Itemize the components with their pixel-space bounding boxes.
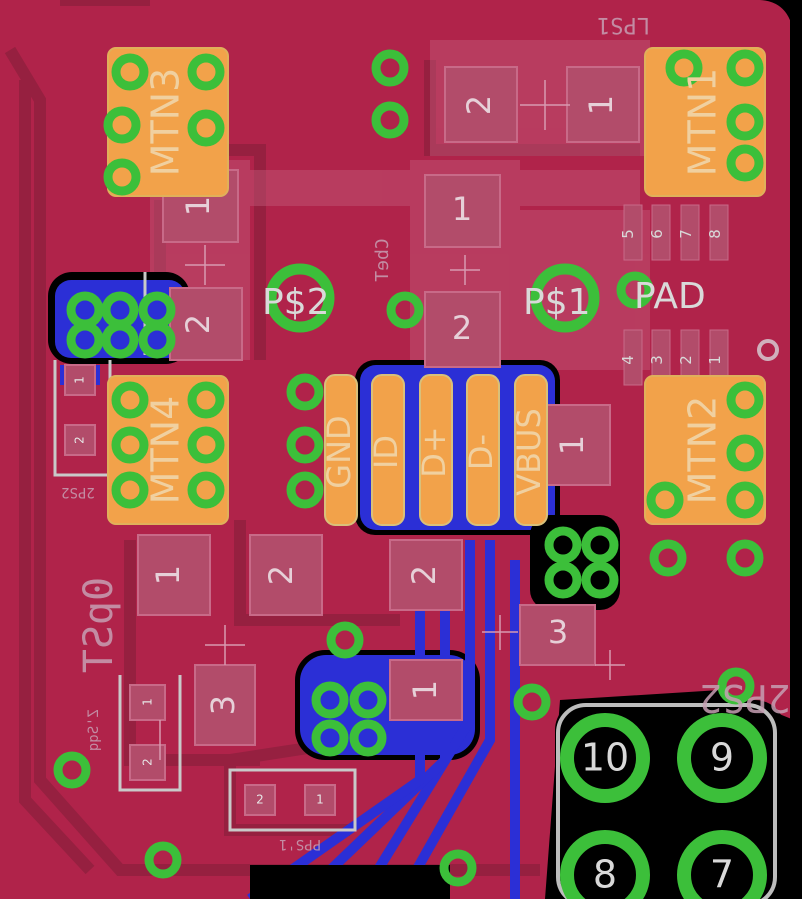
connector-pin-10: 10 <box>581 736 629 780</box>
connector-pin-8: 8 <box>593 853 617 897</box>
silk-label: 0pST <box>76 577 122 673</box>
pad-num: 1 <box>582 95 620 115</box>
pad-pin-8: 8 <box>706 229 724 239</box>
part-name-lps1: LPS1 <box>597 12 650 37</box>
pad-num: 2 <box>179 314 217 334</box>
usb-pin-dplus: D+ <box>415 426 453 477</box>
pad-num: 2 <box>405 565 443 585</box>
pad-label: PAD <box>634 276 706 317</box>
test-point-label-p2: P$2 <box>262 282 330 323</box>
connector-outline <box>556 703 777 899</box>
usb-pin-gnd: GND <box>320 415 358 488</box>
test-point-label-p1: P$1 <box>523 282 591 323</box>
pad-num-small: 1 <box>73 376 87 384</box>
pad-pin-1: 1 <box>706 355 724 365</box>
pad-num: 1 <box>149 565 187 585</box>
usb-pin-id: ID <box>367 435 405 469</box>
pad-num: 2 <box>452 309 472 347</box>
pad-num: 3 <box>204 695 242 715</box>
silk-label: CbeT <box>372 238 393 282</box>
pad-num: 1 <box>179 196 217 216</box>
pad-num-small: 1 <box>141 698 155 706</box>
pad-num-small: 2 <box>256 793 264 807</box>
pad-num: 2 <box>460 95 498 115</box>
pad-pin-2: 2 <box>677 355 695 365</box>
pad-pins <box>623 204 729 386</box>
pad-num-small: 2 <box>141 758 155 766</box>
pad-num-small: 1 <box>316 793 324 807</box>
usb-connector-pins <box>324 374 548 526</box>
usb-pin-dminus: D- <box>462 434 500 470</box>
pad-pin-4: 4 <box>619 355 637 365</box>
mtn1-label: MTN1 <box>681 68 725 177</box>
silk-label: 2PS2 <box>699 676 791 720</box>
pad-num-small: 2 <box>73 436 87 444</box>
pad-pin-3: 3 <box>648 355 666 365</box>
pad-num: 3 <box>548 613 568 651</box>
pad-num: 1 <box>553 435 591 455</box>
pad-pin-5: 5 <box>619 229 637 239</box>
pad-marker <box>757 339 779 361</box>
mtn3-label: MTN3 <box>144 68 188 177</box>
connector-pin-9: 9 <box>710 736 734 780</box>
usb-pin-vbus: VBUS <box>510 408 548 496</box>
connector-pin-7: 7 <box>710 853 734 897</box>
pad-num: 1 <box>406 680 444 700</box>
board-edge-right <box>790 0 802 899</box>
connector-pads <box>560 713 767 899</box>
silk-label: 2PS2 <box>61 484 95 500</box>
pad-num: 1 <box>452 190 472 228</box>
mtn2-label: MTN2 <box>681 396 725 505</box>
test-point-rings <box>265 263 600 333</box>
pad-pin-7: 7 <box>677 229 695 239</box>
smd-pads <box>64 66 640 816</box>
mtn4-label: MTN4 <box>144 396 188 505</box>
vias <box>53 49 764 887</box>
pad-pin-6: 6 <box>648 229 666 239</box>
pad-num: 2 <box>262 565 300 585</box>
origin-crosshairs <box>159 80 625 760</box>
silk-label: PPS'1 <box>279 836 321 852</box>
silk-label: Z'Sqq <box>86 709 102 751</box>
